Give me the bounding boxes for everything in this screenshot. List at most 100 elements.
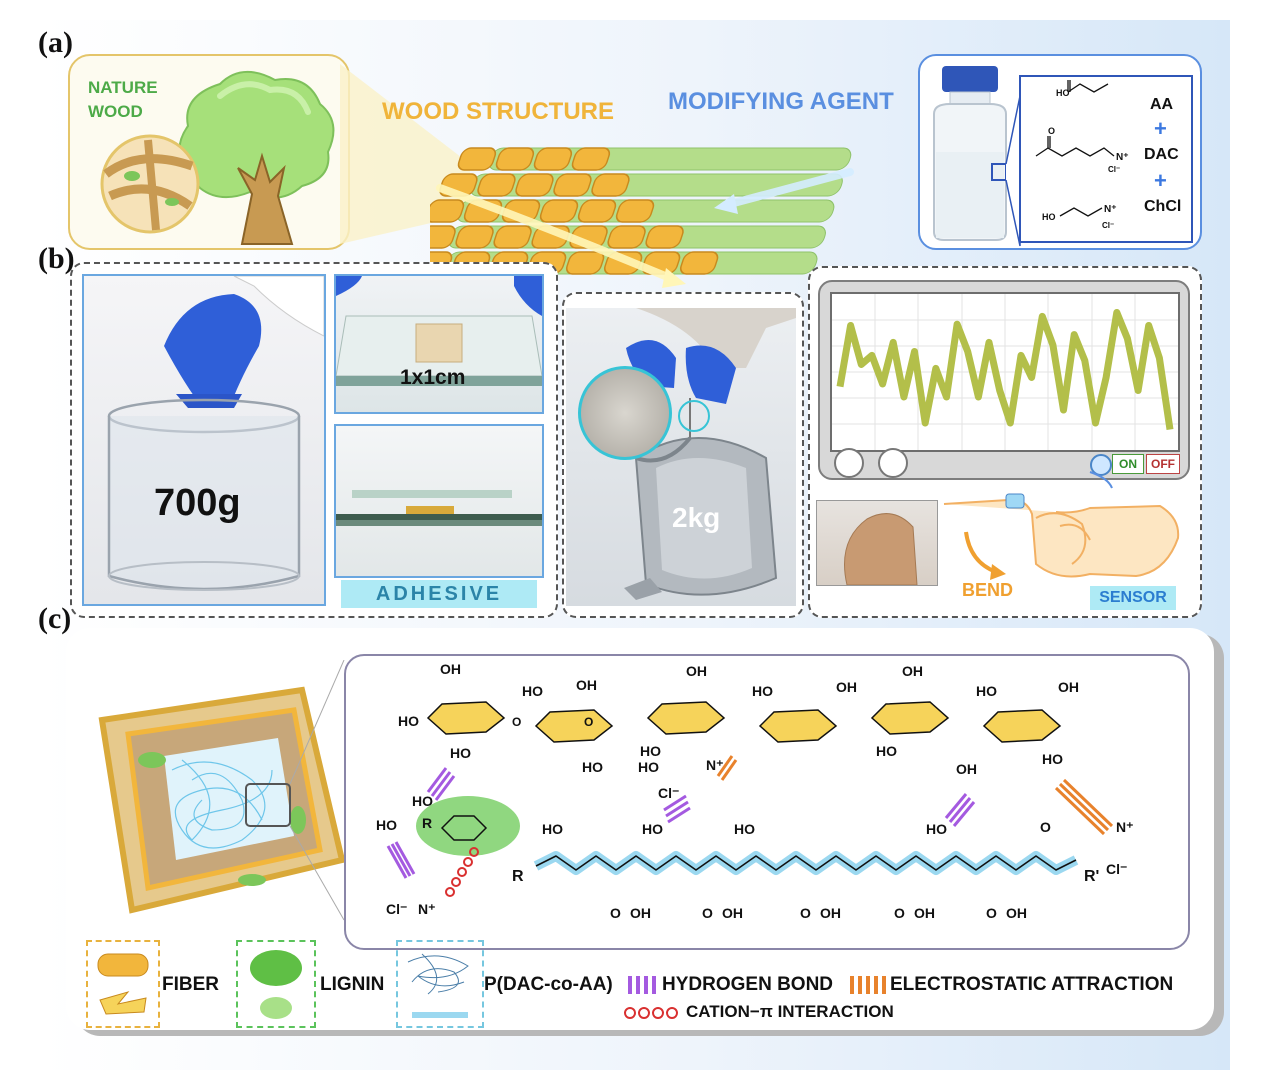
svg-text:OH: OH: [902, 663, 923, 679]
svg-text:OH: OH: [630, 905, 651, 921]
svg-text:HO: HO: [1056, 88, 1070, 98]
modifying-agent-box: HO O N⁺ Cl⁻ HO N⁺ Cl⁻ AA + DAC + ChCl: [918, 54, 1202, 250]
nature-label: NATURE: [88, 78, 158, 97]
svg-text:OH: OH: [914, 905, 935, 921]
svg-text:HO: HO: [734, 821, 755, 837]
svg-text:N⁺: N⁺: [418, 901, 436, 917]
lap-joint-photo: [334, 424, 544, 578]
fiber-icon: [97, 953, 149, 1015]
cellulose-chain: [426, 701, 1062, 743]
svg-text:HO: HO: [638, 759, 659, 775]
sensor-port-icon: [1090, 454, 1112, 476]
chcl-label: ChCl: [1144, 198, 1182, 215]
svg-text:N⁺: N⁺: [706, 757, 724, 773]
zoom-circle: [578, 366, 672, 460]
on-button[interactable]: ON: [1112, 454, 1144, 474]
beaker-photo: 700g: [82, 274, 326, 606]
svg-text:OH: OH: [686, 663, 707, 679]
svg-text:N⁺: N⁺: [1116, 819, 1134, 835]
svg-text:R: R: [422, 815, 432, 831]
nature-wood-label: NATURE WOOD: [88, 76, 158, 124]
svg-text:O: O: [610, 905, 621, 921]
pot-photo: 2kg: [566, 308, 796, 606]
nature-wood-box: NATURE WOOD: [68, 54, 350, 250]
svg-text:O: O: [1048, 126, 1055, 136]
tree-illustration: [100, 70, 335, 245]
weight-700g-label: 700g: [154, 482, 241, 524]
svg-text:HO: HO: [582, 759, 603, 775]
svg-text:OH: OH: [722, 905, 743, 921]
plus-sign-2: +: [1154, 168, 1167, 193]
svg-text:OH: OH: [576, 677, 597, 693]
sensor-signal-chart: [832, 294, 1178, 450]
glass-slide-illustration: [336, 276, 542, 386]
zoom-target-circle: [678, 400, 710, 432]
adhesive-label: ADHESIVE: [375, 583, 503, 605]
svg-text:Cl⁻: Cl⁻: [1106, 861, 1127, 877]
hydrogen-bond-legend-label: HYDROGEN BOND: [662, 974, 834, 995]
svg-text:OH: OH: [440, 661, 461, 677]
svg-text:OH: OH: [1006, 905, 1027, 921]
dac-label: DAC: [1144, 146, 1179, 163]
cation-pi-interactions: [445, 847, 479, 897]
electrostatic-attractions: [716, 755, 1114, 836]
sensor-trace: [836, 309, 1174, 431]
glass-slide-photo: 1x1cm: [334, 274, 544, 414]
polymer-legend-swatch: [396, 940, 484, 1028]
pot-lift-illustration: [624, 308, 796, 600]
bend-label: BEND: [962, 580, 1014, 600]
svg-text:OH: OH: [956, 761, 977, 777]
hydrogen-bond-icon: [628, 976, 656, 994]
svg-text:HO: HO: [450, 745, 471, 761]
svg-text:O: O: [894, 905, 905, 921]
bent-finger-illustration: [844, 513, 918, 586]
svg-text:OH: OH: [836, 679, 857, 695]
svg-text:N⁺: N⁺: [1104, 204, 1117, 215]
svg-text:Cl⁻: Cl⁻: [386, 901, 407, 917]
lap-joint-illustration: [336, 490, 542, 526]
svg-text:O: O: [1040, 819, 1051, 835]
sensor-badge: SENSOR: [1090, 586, 1176, 610]
svg-text:O: O: [512, 715, 521, 729]
reagent-bottle: HO O N⁺ Cl⁻ HO N⁺ Cl⁻: [933, 66, 1193, 247]
knob-left[interactable]: [834, 448, 864, 478]
svg-text:N⁺: N⁺: [1116, 152, 1129, 163]
cation-pi-legend-label: CATION−π INTERACTION: [686, 1002, 894, 1021]
lignin-icon: [250, 950, 302, 1019]
adhesive-badge: ADHESIVE: [341, 580, 537, 608]
svg-text:HO: HO: [642, 821, 663, 837]
knob-right[interactable]: [878, 448, 908, 478]
cation-pi-icon: [624, 1007, 678, 1019]
svg-text:Cl⁻: Cl⁻: [1102, 221, 1114, 230]
wood-label: WOOD: [88, 102, 143, 121]
bending-hand-illustration: [943, 471, 1180, 580]
svg-text:HO: HO: [976, 683, 997, 699]
off-button[interactable]: OFF: [1146, 454, 1180, 474]
electrostatic-icon: [850, 976, 886, 994]
svg-text:Cl⁻: Cl⁻: [658, 785, 679, 801]
svg-text:HO: HO: [926, 821, 947, 837]
r-substituent-label: R: [512, 868, 524, 885]
svg-text:HO: HO: [542, 821, 563, 837]
svg-text:HO: HO: [1042, 751, 1063, 767]
finger-photo: [816, 500, 938, 586]
oscilloscope-screen: [830, 292, 1180, 452]
oscilloscope: ON OFF: [818, 280, 1190, 480]
sensor-label: SENSOR: [1099, 589, 1167, 606]
aa-label: AA: [1150, 96, 1174, 113]
fiber-legend-label: FIBER: [162, 974, 219, 995]
electrostatic-legend-label: ELECTROSTATIC ATTRACTION: [890, 974, 1174, 995]
svg-text:HO: HO: [1042, 212, 1056, 222]
polymer-network-icon: [407, 953, 469, 1018]
panel-label-b: (b): [38, 242, 75, 275]
svg-text:HO: HO: [640, 743, 661, 759]
svg-text:OH: OH: [820, 905, 841, 921]
weight-2kg-label: 2kg: [672, 502, 721, 533]
lignin-blob: [416, 796, 520, 856]
cell-wall-illustration: [98, 660, 346, 921]
svg-text:HO: HO: [522, 683, 543, 699]
svg-text:O: O: [702, 905, 713, 921]
plus-sign-1: +: [1154, 116, 1167, 141]
